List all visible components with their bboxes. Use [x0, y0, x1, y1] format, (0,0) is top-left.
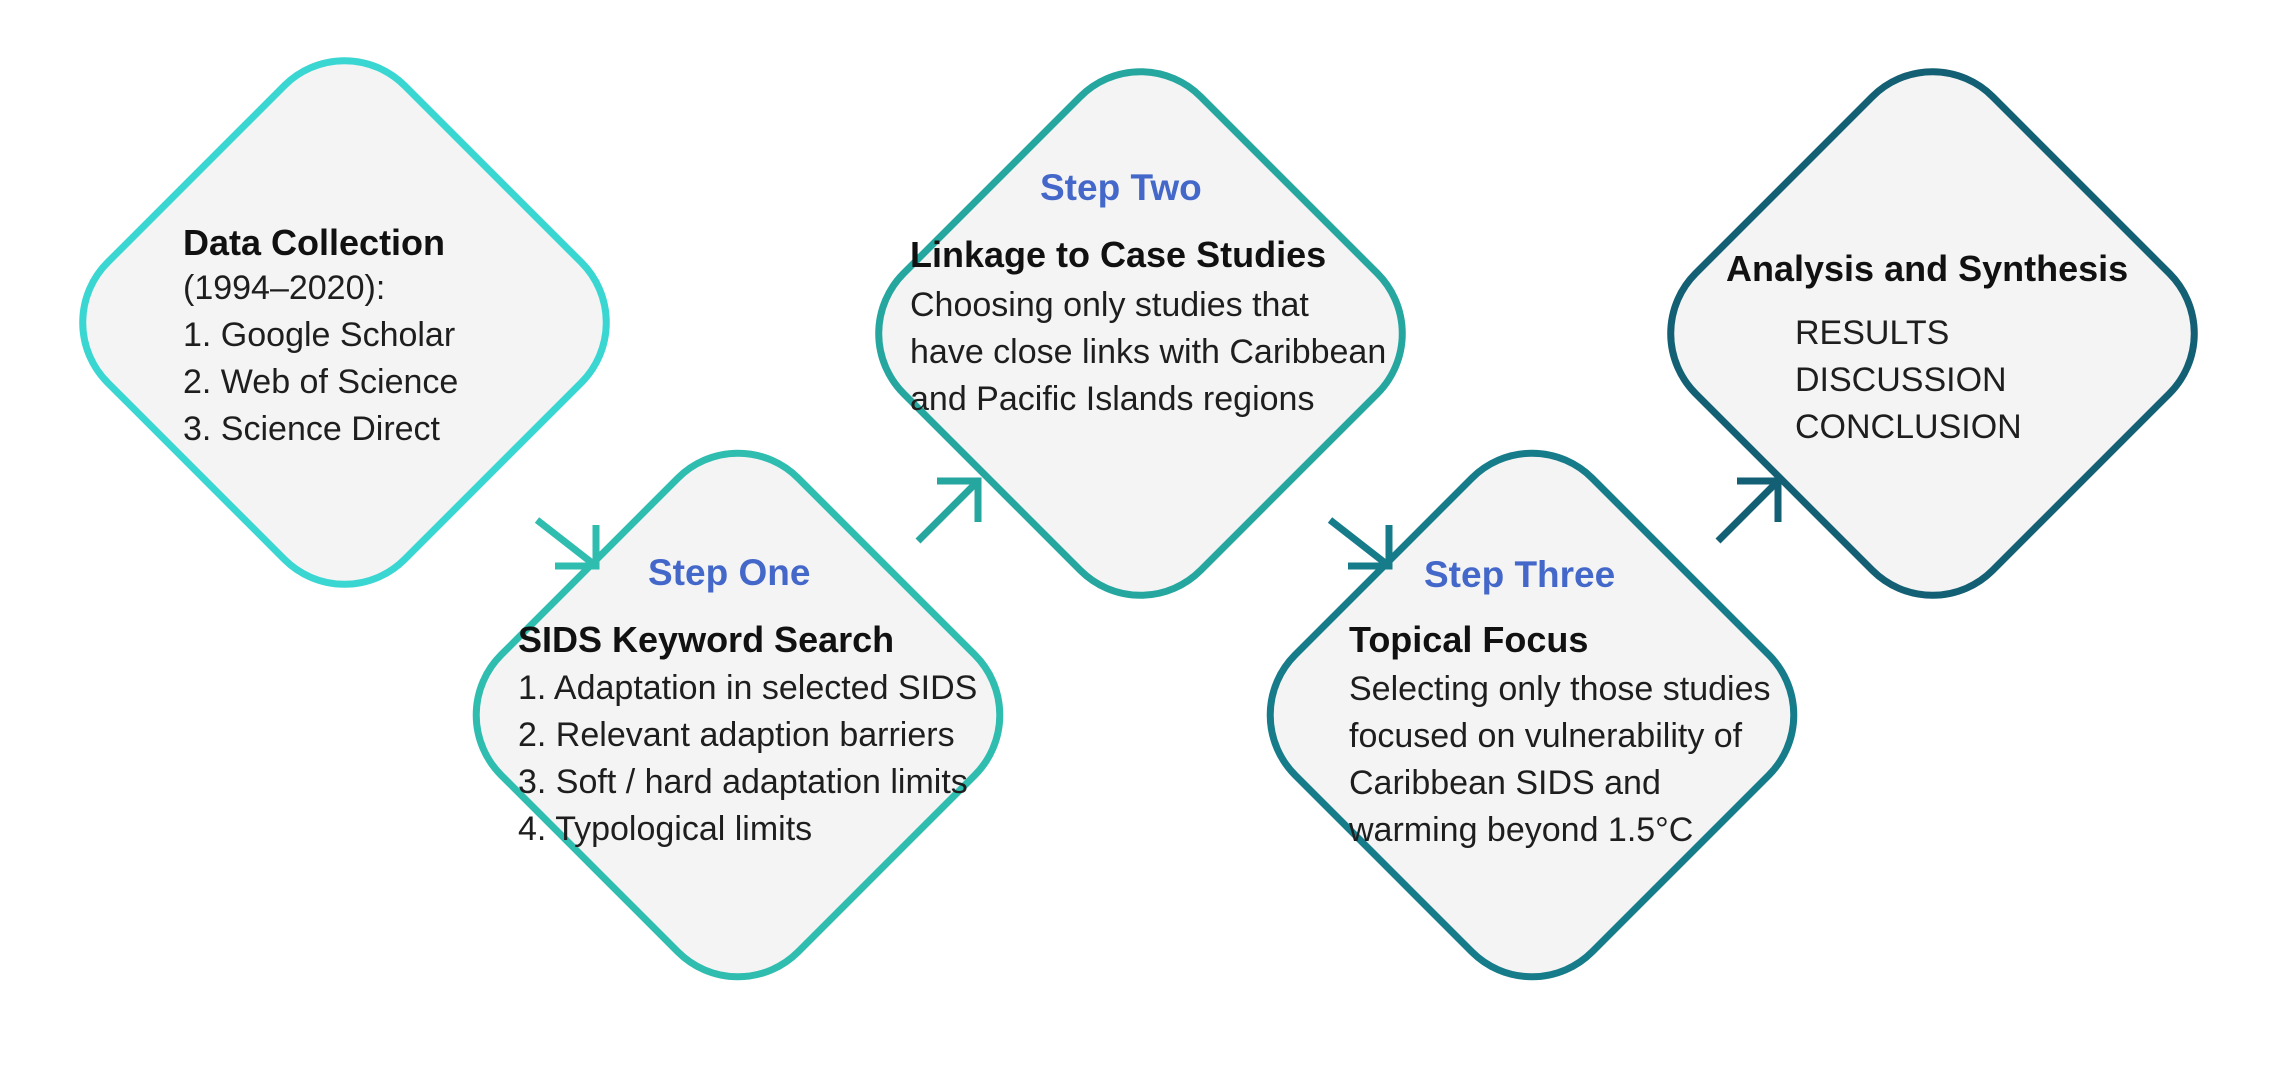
arrow-to-step-three: [1327, 517, 1393, 570]
step-three-title: Topical Focus: [1349, 619, 1589, 660]
step-two-diamond: [875, 68, 1406, 599]
step-three-label: Step Three: [1424, 554, 1616, 595]
step-two-line: Choosing only studies that: [910, 286, 1309, 324]
analysis-line: RESULTS: [1795, 314, 1950, 352]
analysis-line: CONCLUSION: [1795, 408, 2022, 446]
analysis-title: Analysis and Synthesis: [1726, 248, 2129, 289]
step-two-label: Step Two: [1040, 167, 1202, 208]
arrow-to-step-one: [534, 517, 600, 570]
data-collection-line: 2. Web of Science: [183, 363, 459, 401]
step-one-title: SIDS Keyword Search: [518, 619, 895, 660]
step-three-line: Caribbean SIDS and: [1349, 764, 1661, 802]
data-collection-line: (1994–2020):: [183, 269, 386, 307]
step-two-line: and Pacific Islands regions: [910, 380, 1315, 418]
step-three-line: Selecting only those studies: [1349, 670, 1771, 708]
step-one-line: 4. Typological limits: [518, 810, 813, 848]
step-one-line: 2. Relevant adaption barriers: [518, 716, 955, 754]
arrow-to-step-two: [915, 477, 982, 544]
step-three-line: focused on vulnerability of: [1349, 717, 1743, 755]
data-collection-title: Data Collection: [183, 222, 446, 263]
analysis-line: DISCUSSION: [1795, 361, 2007, 399]
step-one-line: 1. Adaptation in selected SIDS: [518, 669, 978, 707]
step-three-line: warming beyond 1.5°C: [1349, 811, 1694, 849]
arrow-to-analysis: [1715, 477, 1782, 544]
step-two-title: Linkage to Case Studies: [910, 234, 1327, 275]
step-two-line: have close links with Caribbean: [910, 333, 1387, 371]
step-one-line: 3. Soft / hard adaptation limits: [518, 763, 968, 801]
data-collection-diamond: [79, 57, 610, 588]
step-one-label: Step One: [648, 552, 811, 593]
analysis-diamond: [1667, 68, 2198, 599]
data-collection-line: 1. Google Scholar: [183, 316, 456, 354]
data-collection-line: 3. Science Direct: [183, 410, 440, 448]
